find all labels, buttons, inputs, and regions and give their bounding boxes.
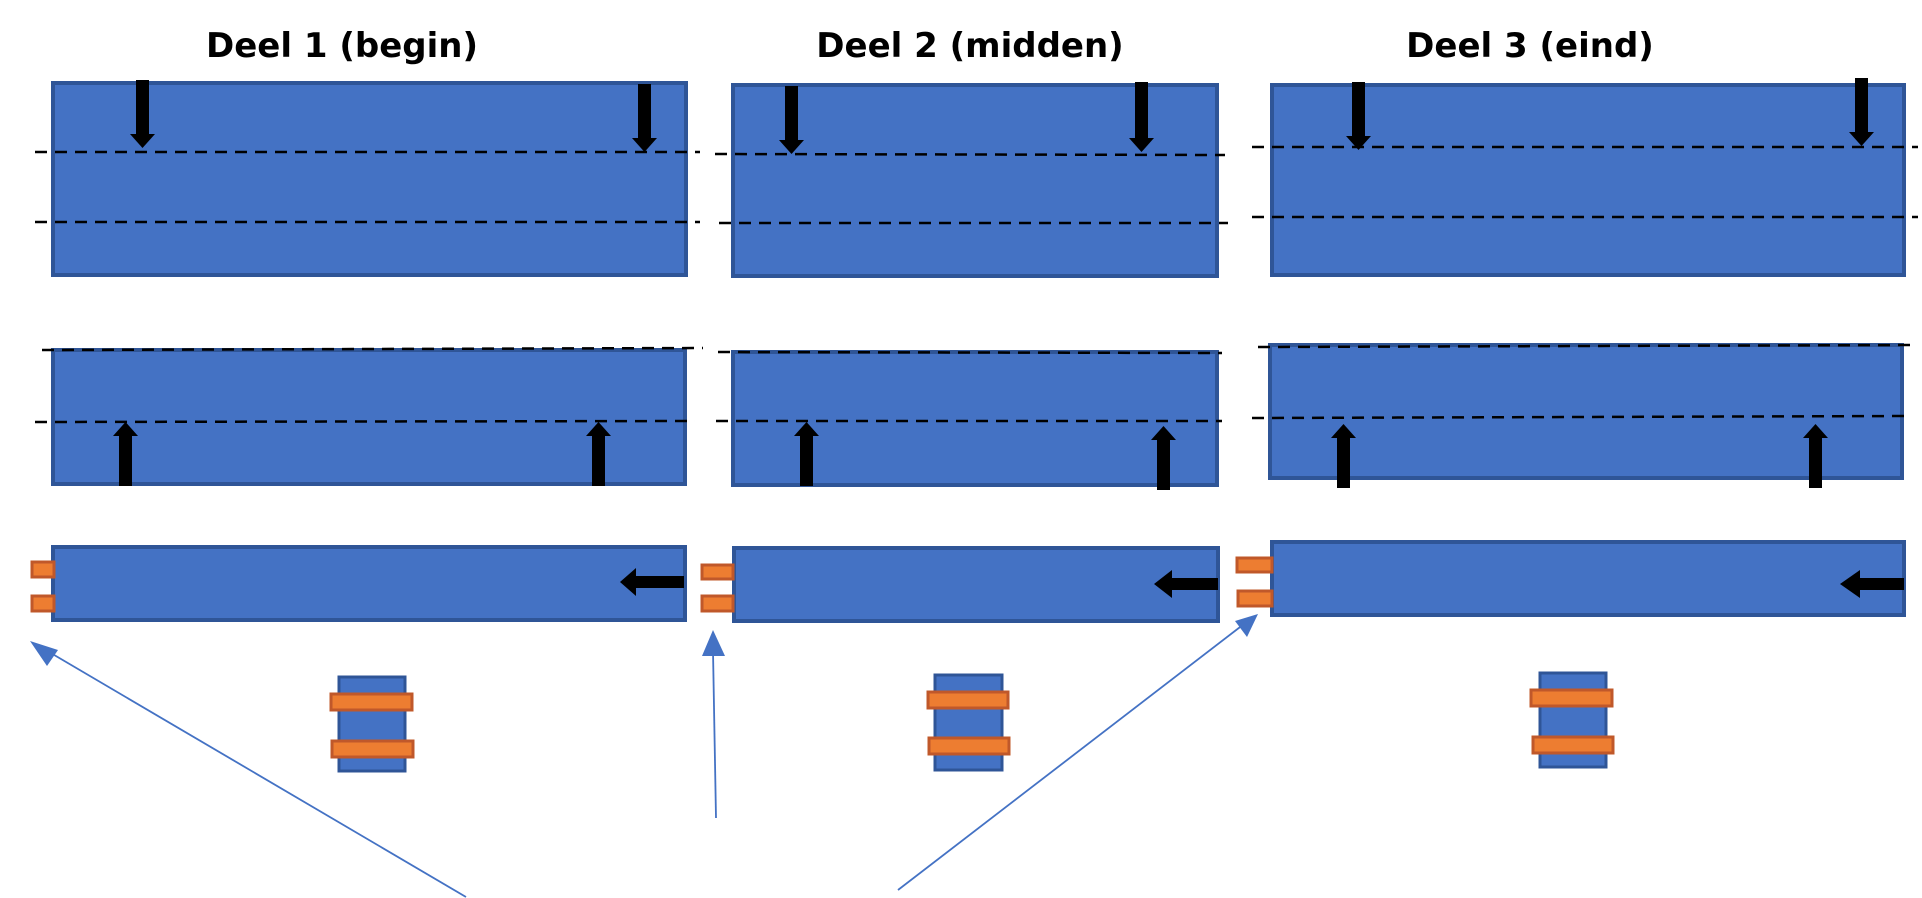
clip-tab: [329, 692, 414, 712]
down-arrow-icon: [779, 86, 804, 154]
top-board: [1270, 83, 1906, 277]
left-arrow-icon: [1154, 570, 1218, 598]
side-tab: [30, 560, 56, 579]
top-board: [51, 81, 688, 277]
dashed-line: [1257, 343, 1919, 349]
bottom-strip: [1270, 540, 1906, 617]
left-arrow-icon: [620, 568, 684, 596]
up-arrow-icon: [1331, 424, 1356, 488]
pointer-arrow-icon: [702, 630, 725, 819]
up-arrow-icon: [1151, 426, 1176, 490]
pointer-arrow-icon: [897, 614, 1258, 891]
dashed-line: [41, 346, 704, 352]
side-tab: [1236, 589, 1274, 608]
middle-board: [51, 348, 687, 486]
column-3: [1235, 78, 1919, 769]
side-tab: [30, 594, 56, 613]
column-title-2: Deel 2 (midden): [816, 26, 1124, 66]
clip-body: [933, 673, 1004, 772]
dashed-line: [1251, 414, 1909, 420]
side-tab: [700, 563, 735, 581]
column-2: [700, 82, 1228, 772]
up-arrow-icon: [1803, 424, 1828, 488]
down-arrow-icon: [1129, 82, 1154, 152]
left-arrow-icon: [1840, 570, 1904, 598]
side-tab: [700, 594, 735, 613]
bottom-strip: [732, 546, 1220, 623]
down-arrow-icon: [632, 84, 657, 152]
dashed-line: [714, 152, 1226, 157]
side-tab: [1235, 556, 1274, 574]
middle-board: [1268, 343, 1904, 480]
clip-tab: [330, 739, 415, 759]
column-title-1: Deel 1 (begin): [206, 26, 478, 66]
down-arrow-icon: [1346, 82, 1371, 150]
down-arrow-icon: [130, 80, 155, 148]
dashed-line: [717, 350, 1223, 355]
bottom-strip: [51, 545, 687, 622]
down-arrow-icon: [1849, 78, 1874, 146]
column-1: [30, 80, 704, 773]
pointer-arrow-icon: [30, 641, 467, 898]
clip-tab: [1531, 735, 1615, 755]
column-title-3: Deel 3 (eind): [1406, 26, 1654, 66]
clip-tab: [926, 690, 1010, 710]
middle-board: [731, 350, 1219, 487]
up-arrow-icon: [794, 422, 819, 486]
clip-tab: [1529, 688, 1614, 708]
up-arrow-icon: [113, 422, 138, 486]
clip-tab: [927, 736, 1011, 756]
dashed-line: [34, 419, 696, 424]
up-arrow-icon: [586, 422, 611, 486]
